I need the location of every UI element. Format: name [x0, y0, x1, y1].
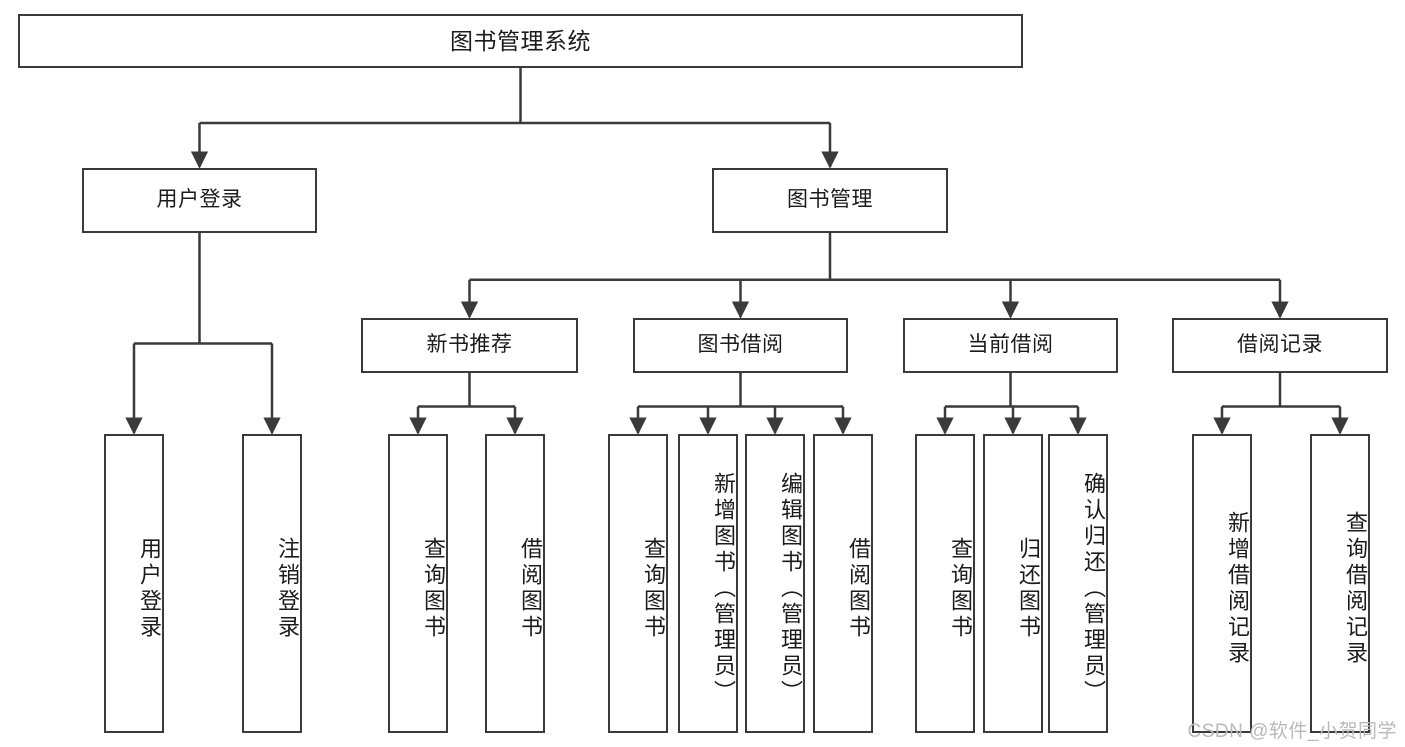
node-label: 新增借阅记录	[1225, 510, 1250, 667]
node-label: 查询图书	[948, 536, 973, 641]
node-l-query2[interactable]: 查询图书	[608, 434, 668, 733]
node-label: 归还图书	[1016, 536, 1041, 641]
node-label: 确认归还（管理员）	[1081, 471, 1106, 706]
node-current[interactable]: 当前借阅	[903, 318, 1118, 373]
node-label: 借阅图书	[846, 536, 871, 641]
node-label: 新书推荐	[426, 333, 513, 357]
node-label: 用户登录	[137, 536, 162, 641]
node-l-query1[interactable]: 查询图书	[388, 434, 448, 733]
node-label: 查询图书	[641, 536, 666, 641]
connector-bus	[469, 233, 1280, 281]
connector-bus	[134, 233, 272, 345]
node-newbook[interactable]: 新书推荐	[361, 318, 578, 373]
node-label: 查询图书	[421, 536, 446, 641]
node-l-return[interactable]: 归还图书	[983, 434, 1043, 733]
connector-bus	[418, 373, 515, 408]
node-l-logout[interactable]: 注销登录	[242, 434, 302, 733]
node-login[interactable]: 用户登录	[82, 168, 317, 233]
node-bookmgmt[interactable]: 图书管理	[712, 168, 948, 233]
node-label: 编辑图书（管理员）	[778, 471, 803, 706]
node-borrow[interactable]: 图书借阅	[633, 318, 848, 373]
node-label: 查询借阅记录	[1343, 510, 1368, 667]
node-label: 用户登录	[156, 188, 243, 212]
node-label: 图书管理系统	[450, 27, 591, 54]
node-label: 注销登录	[275, 536, 300, 641]
node-label: 新增图书（管理员）	[711, 471, 736, 706]
connector-bus	[638, 373, 843, 408]
connector-bus	[945, 373, 1078, 408]
node-l-add[interactable]: 新增图书（管理员）	[678, 434, 738, 733]
node-records[interactable]: 借阅记录	[1172, 318, 1388, 373]
node-label: 当前借阅	[967, 333, 1054, 357]
node-l-edit[interactable]: 编辑图书（管理员）	[745, 434, 805, 733]
node-l-queryrec[interactable]: 查询借阅记录	[1310, 434, 1370, 733]
watermark: CSDN @软件_小贺同学	[1187, 721, 1397, 742]
connector-bus	[199, 68, 830, 125]
node-l-login[interactable]: 用户登录	[104, 434, 164, 733]
node-l-confirm[interactable]: 确认归还（管理员）	[1048, 434, 1108, 733]
node-label: 借阅记录	[1237, 333, 1323, 357]
node-label: 借阅图书	[518, 536, 543, 641]
node-label: 图书借阅	[697, 333, 784, 357]
node-root[interactable]: 图书管理系统	[18, 14, 1023, 68]
node-l-borrow2[interactable]: 借阅图书	[813, 434, 873, 733]
connector-bus	[1222, 373, 1340, 408]
node-l-borrow1[interactable]: 借阅图书	[485, 434, 545, 733]
node-l-query3[interactable]: 查询图书	[915, 434, 975, 733]
node-l-addrec[interactable]: 新增借阅记录	[1192, 434, 1252, 733]
node-label: 图书管理	[787, 188, 873, 212]
